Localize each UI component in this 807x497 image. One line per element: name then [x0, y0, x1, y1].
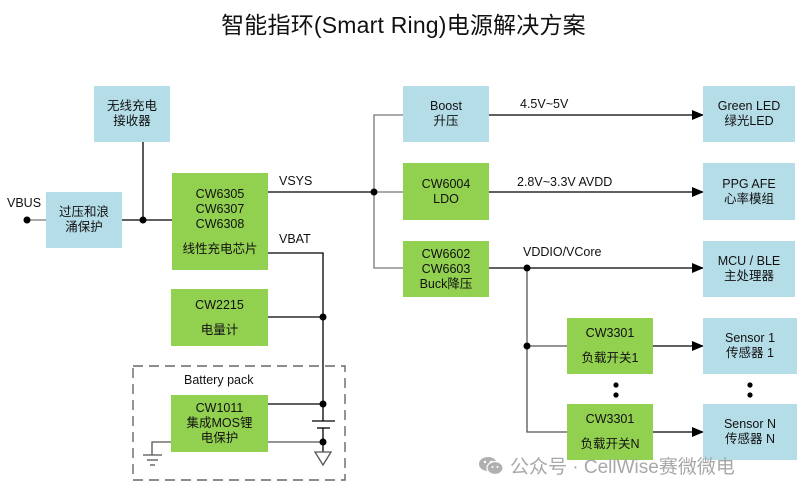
junction-dot-switch1 [523, 342, 531, 350]
boost-line2: 升压 [433, 114, 459, 128]
buck-line1: CW6602 [421, 246, 471, 261]
boost-output-label: 4.5V~5V [520, 97, 569, 111]
switch-ellipsis-icon [613, 382, 619, 398]
ovp-box: 过压和浪 涌保护 [46, 192, 122, 248]
ovp-line2: 涌保护 [65, 220, 103, 234]
buck-box: CW6602 CW6603 Buck降压 [403, 241, 489, 297]
protector-ground-wire [151, 441, 171, 455]
load-switch-n-desc: 负载开关N [580, 437, 640, 451]
ovp-line1: 过压和浪 [58, 205, 109, 219]
ppg-line2: 心率模组 [723, 191, 774, 206]
ppg-box: PPG AFE 心率模组 [703, 163, 795, 220]
load-switch-n-box: CW3301 负载开关N [567, 404, 653, 460]
ppg-line1: PPG AFE [722, 176, 776, 191]
mcu-box: MCU / BLE 主处理器 [703, 241, 795, 297]
boost-box: Boost 升压 [403, 86, 489, 142]
mcu-line1: MCU / BLE [717, 254, 781, 268]
sensor-ellipsis-icon [747, 382, 753, 398]
sensor-n-line1: Sensor N [723, 417, 777, 431]
green-led-line2: 绿光LED [724, 114, 774, 128]
wireless-receiver-line1: 无线充电 [106, 99, 157, 113]
boost-line1: Boost [430, 99, 462, 113]
mcu-line2: 主处理器 [723, 269, 774, 283]
protector-line1: CW1011 [195, 401, 244, 415]
junction-dot-wireless [139, 216, 147, 224]
fuel-gauge-desc: 电量计 [200, 322, 239, 337]
charger-desc: 线性充电芯片 [182, 241, 258, 256]
watermark: 公众号 · CellWise赛微微电 [478, 452, 735, 479]
charger-part-3: CW6308 [195, 216, 245, 231]
junction-dot-buck [523, 264, 531, 272]
page-title: 智能指环(Smart Ring)电源解决方案 [221, 12, 586, 38]
vsys-label: VSYS [279, 174, 313, 188]
buck-line3: Buck降压 [419, 276, 473, 291]
green-led-line1: Green LED [717, 99, 781, 113]
ldo-output-label: 2.8V~3.3V AVDD [517, 175, 613, 189]
sensor-1-box: Sensor 1 传感器 1 [703, 318, 797, 374]
charger-part-2: CW6307 [195, 201, 245, 216]
load-switch-1-part: CW3301 [585, 326, 635, 340]
ldo-line2: LDO [433, 191, 459, 206]
green-led-box: Green LED 绿光LED [703, 86, 795, 142]
buck-line2: CW6603 [421, 261, 471, 276]
vbat-wire [268, 252, 324, 421]
vbus-dot [23, 216, 31, 224]
battery-pack-label: Battery pack [184, 373, 254, 387]
ldo-box: CW6004 LDO [403, 163, 489, 220]
sensor-1-line2: 传感器 1 [726, 346, 774, 360]
wireless-receiver-line2: 接收器 [113, 114, 151, 128]
battery-pack-outline [132, 365, 346, 481]
watermark-text: 公众号 · CellWise赛微微电 [510, 457, 735, 478]
protector-line2: 集成MOS锂 [186, 416, 253, 430]
junction-dot-vsys [370, 188, 378, 196]
junction-dot-protector-bottom [319, 438, 327, 446]
ground-triangle-icon [313, 451, 333, 467]
load-switch-1-box: CW3301 负载开关1 [567, 318, 653, 374]
fuel-gauge-part: CW2215 [195, 297, 244, 312]
charger-box: CW6305 CW6307 CW6308 线性充电芯片 [172, 173, 268, 270]
sensor-n-box: Sensor N 传感器 N [703, 404, 797, 460]
buck-output-label: VDDIO/VCore [523, 245, 602, 259]
protector-box: CW1011 集成MOS锂 电保护 [171, 395, 268, 452]
fuel-gauge-box: CW2215 电量计 [171, 289, 268, 346]
ldo-line1: CW6004 [421, 176, 471, 191]
vbus-label: VBUS [7, 196, 42, 210]
junction-dot-protector-top [319, 400, 327, 408]
vbat-label: VBAT [279, 232, 311, 246]
sensor-n-line2: 传感器 N [724, 432, 775, 446]
charger-part-1: CW6305 [195, 186, 245, 201]
wireless-receiver-box: 无线充电 接收器 [94, 86, 170, 142]
load-switch-n-part: CW3301 [585, 412, 635, 426]
wechat-icon [479, 456, 504, 475]
sensor-1-line1: Sensor 1 [724, 331, 776, 345]
protector-line3: 电保护 [200, 431, 239, 445]
junction-dot-gauge [319, 313, 327, 321]
load-switch-1-desc: 负载开关1 [581, 351, 639, 365]
load-switch-bus-wire [526, 268, 567, 433]
